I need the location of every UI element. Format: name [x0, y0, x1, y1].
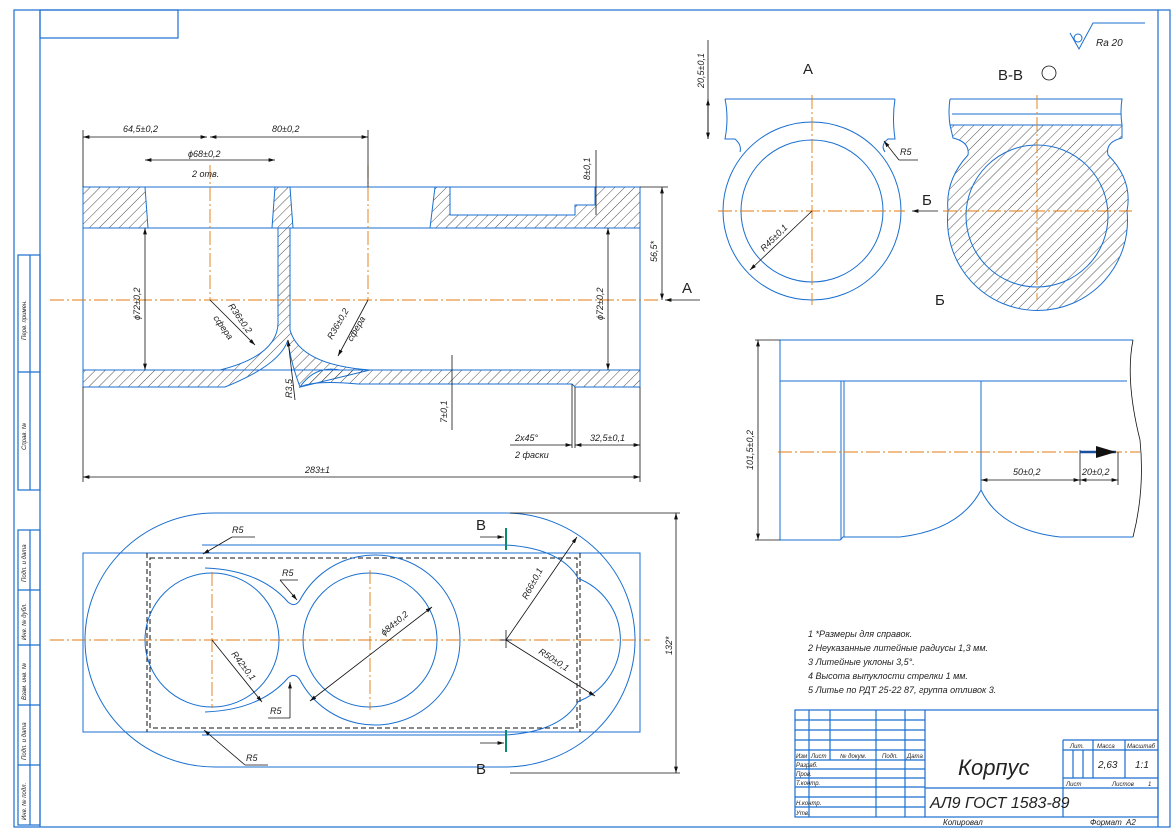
dim-283: 283±1	[304, 465, 330, 475]
dim-r5-bottom: R5	[246, 753, 258, 763]
format-label: Формат	[1090, 818, 1122, 827]
sheets-value: 1	[1148, 782, 1151, 788]
dim-d84: ϕ84±0,2	[379, 609, 410, 638]
part-name: Корпус	[958, 755, 1030, 780]
dim-64-5: 64,5±0,2	[123, 124, 158, 134]
view-a: А 20,5±0,1 R5 R45±0,1 Б	[696, 40, 938, 305]
row-label: Н.контр.	[796, 801, 821, 807]
title-block: Изм Лист № докум. Подп. Дата Разраб. Про…	[794, 709, 1159, 827]
col-header: Подп.	[882, 754, 898, 760]
plan-view: R66±0,1 R50±0,1 ϕ84±0,2 R42±0,1 R5 R5 R5…	[50, 512, 680, 778]
note: 2 Неуказанные литейные радиусы 1,3 мм.	[807, 643, 988, 653]
mass-value: 2,63	[1097, 760, 1118, 771]
view-b: 101,5±0,2 50±0,2 20±0,2	[745, 339, 1142, 541]
note: 3 Литейные уклоны 3,5°.	[808, 657, 915, 667]
dim-101-5: 101,5±0,2	[745, 430, 755, 470]
row-label: Пров.	[796, 772, 812, 778]
stamp-label: Подп. и дата	[22, 544, 28, 582]
stamp-label: Справ. №	[21, 422, 28, 450]
front-section-view: 64,5±0,2 80±0,2 ϕ68±0,2 2 отв. 8±0,1 56,…	[50, 124, 700, 482]
col-header: Дата	[906, 754, 923, 760]
row-label: Т.контр.	[796, 781, 820, 787]
dim-20-5: 20,5±0,1	[696, 53, 706, 89]
note: 5 Литье по РДТ 25-22 87, группа отливок …	[808, 685, 996, 695]
stamp-label: Инв. № подл.	[21, 783, 28, 820]
dim-32-5: 32,5±0,1	[590, 433, 625, 443]
dim-80: 80±0,2	[272, 124, 299, 134]
scale-label: Масштаб	[1127, 744, 1156, 750]
dim-r50: R50±0,1	[537, 646, 571, 673]
dim-r36-left-note: сфера	[211, 313, 235, 341]
row-label: Утв.	[795, 811, 810, 817]
dim-r36-right-note: сфера	[345, 314, 367, 343]
row-label: Разраб.	[796, 763, 818, 769]
dim-r42: R42±0,1	[229, 649, 257, 682]
col-header: № докум.	[840, 753, 866, 760]
dim-r66: R66±0,1	[520, 566, 545, 601]
stamp-label: Взам. инв. №	[21, 662, 28, 700]
dim-20: 20±0,2	[1081, 467, 1109, 477]
dim-r5-view-a: R5	[900, 147, 912, 157]
scale-value: 1:1	[1135, 760, 1149, 771]
dim-8: 8±0,1	[582, 158, 592, 180]
dim-d68: ϕ68±0,2	[188, 149, 220, 159]
side-stamp-columns: Перв. примен. Справ. № Подп. и дата Инв.…	[17, 254, 41, 826]
section-v-v: В-В Б	[935, 65, 1132, 311]
sheet-label: Лист	[1065, 782, 1081, 788]
view-a-label: А	[803, 61, 813, 78]
view-b-label: Б	[935, 292, 945, 309]
dim-7: 7±0,1	[439, 401, 449, 423]
col-header: Изм	[796, 754, 807, 760]
dim-chamfer-note: 2 фаски	[514, 450, 549, 460]
section-label: В-В	[998, 67, 1023, 84]
roughness-label: Ra 20	[1096, 38, 1123, 49]
stamp-label: Перв. примен.	[22, 300, 28, 340]
dim-d72-left: ϕ72±0,2	[132, 288, 142, 320]
dim-r5-neck-top: R5	[282, 568, 294, 578]
cut-label-top: В	[476, 517, 486, 534]
dim-50: 50±0,2	[1013, 467, 1040, 477]
material: АЛ9 ГОСТ 1583-89	[929, 795, 1070, 812]
dim-r45: R45±0,1	[758, 222, 789, 253]
dim-d72-right: ϕ72±0,2	[595, 288, 605, 320]
note: 1 *Размеры для справок.	[808, 629, 912, 639]
mass-label: Масса	[1097, 744, 1115, 750]
note: 4 Высота выпуклости стрелки 1 мм.	[808, 671, 968, 681]
dim-r3-5: R3,5	[284, 378, 294, 398]
stamp-label: Подп. и дата	[22, 722, 28, 760]
sheets-label: Листов	[1111, 782, 1134, 788]
dim-56-5: 56,5*	[649, 240, 659, 262]
roughness-symbol: Ra 20	[1069, 22, 1145, 51]
dim-r5-neck-bottom: R5	[270, 706, 282, 716]
format-value: A2	[1125, 818, 1136, 827]
lit-label: Лит.	[1069, 744, 1084, 750]
stamp-label: Инв. № дубл.	[21, 603, 28, 640]
view-arrow-b: Б	[922, 192, 932, 209]
cut-label-bottom: В	[476, 761, 486, 778]
dim-132: 132*	[664, 636, 674, 655]
dim-holes-note: 2 отв.	[191, 169, 219, 179]
col-header: Лист	[810, 754, 826, 760]
dim-r5-top: R5	[232, 525, 244, 535]
view-arrow-a: А	[682, 280, 692, 297]
dim-chamfer: 2x45°	[514, 433, 539, 443]
copied-label: Копировал	[943, 818, 983, 827]
technical-notes: 1 *Размеры для справок. 2 Неуказанные ли…	[807, 629, 996, 695]
